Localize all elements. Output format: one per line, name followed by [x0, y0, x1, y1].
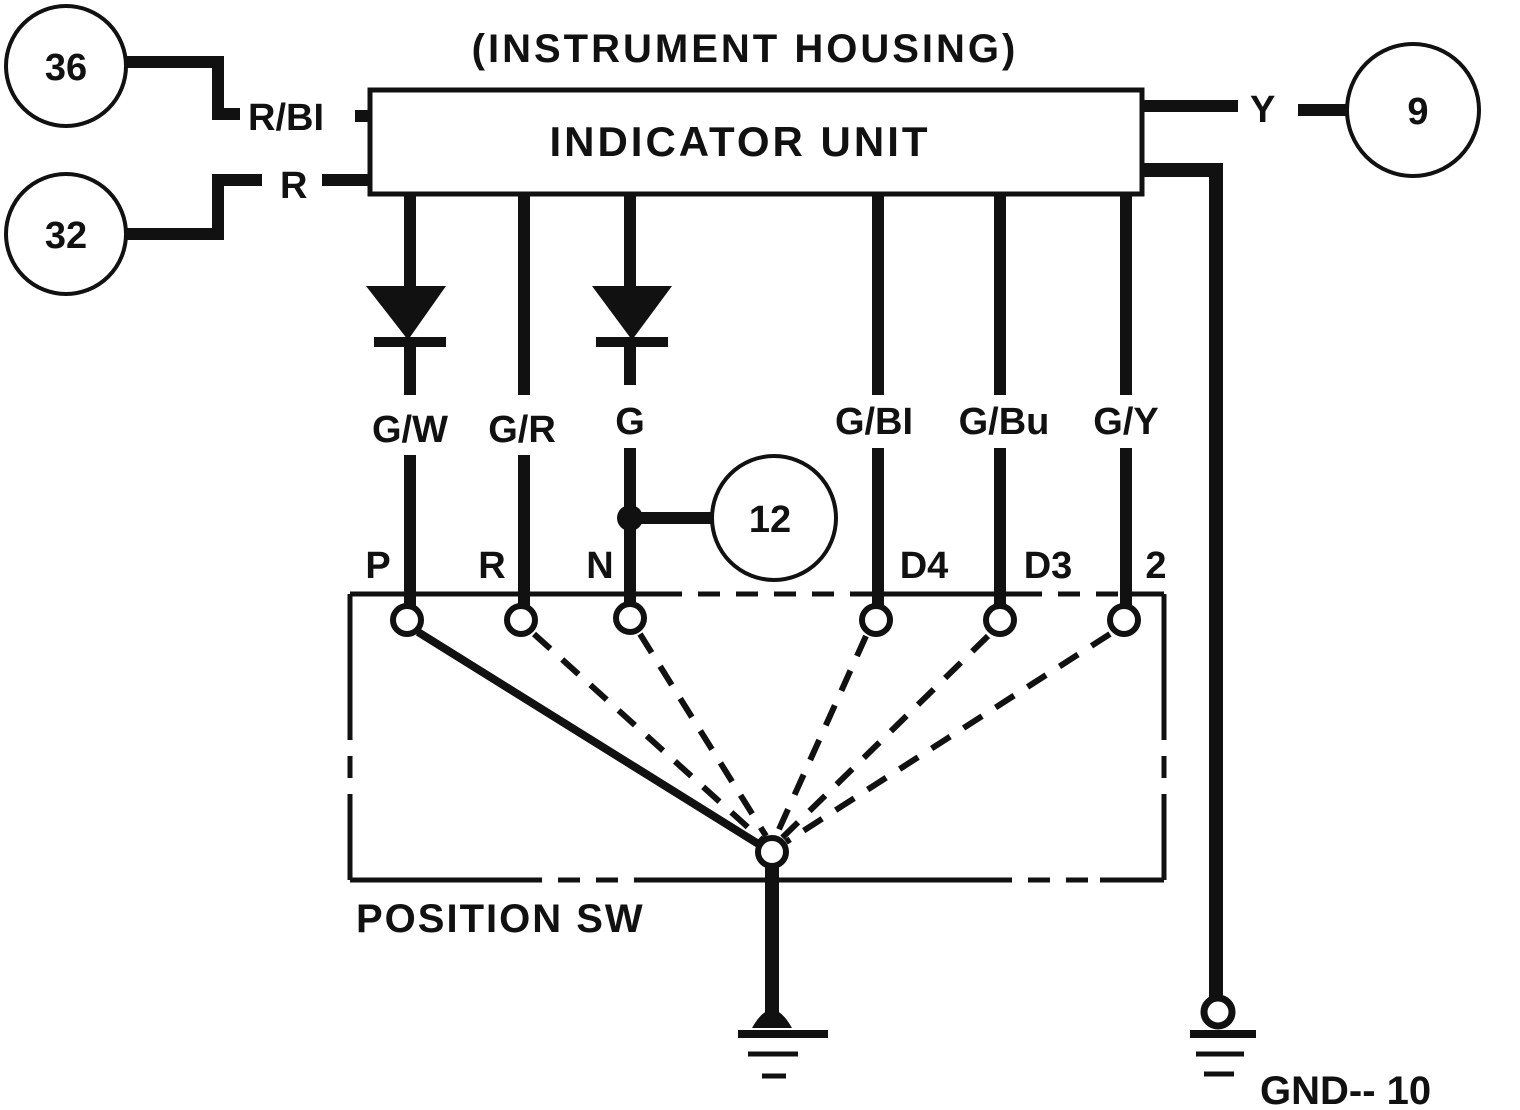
switch-arm-2: [784, 631, 1112, 845]
connector-12-label: 12: [749, 499, 791, 541]
connector-32-label: 32: [45, 215, 87, 257]
wire-rbl-label: R/BI: [248, 97, 324, 139]
connector-9: 9: [1345, 42, 1481, 178]
wire-ground-indicator: [1142, 163, 1223, 1000]
position-r-label: R: [478, 545, 505, 587]
switch-contacts: [390, 601, 1141, 637]
wire-gbl-label: G/BI: [835, 401, 913, 443]
wire-gw-label: G/W: [372, 409, 448, 451]
switch-arm-d4: [773, 634, 869, 838]
switch-arm-n: [637, 632, 769, 838]
ground-label: GND-- 10: [1260, 1069, 1431, 1110]
contact-n: [613, 601, 647, 635]
connector-36: 36: [4, 4, 128, 128]
diode-gw: [366, 286, 446, 347]
switch-pivot: [755, 835, 789, 869]
wire-gr-label: G/R: [488, 409, 556, 451]
position-2-label: 2: [1145, 545, 1166, 587]
connector-36-label: 36: [45, 47, 87, 89]
contact-2: [1107, 603, 1141, 637]
connector-9-label: 9: [1407, 91, 1428, 133]
connector-32: 32: [4, 172, 128, 296]
switch-arm-r: [531, 631, 765, 843]
position-switch-label: POSITION SW: [356, 897, 645, 941]
connector-12: 12: [710, 454, 838, 582]
wire-g-label: G: [615, 401, 645, 443]
wire-r-label: R: [280, 165, 307, 207]
indicator-unit-label: INDICATOR UNIT: [549, 118, 930, 165]
ground-symbol-indicator: [1190, 994, 1256, 1077]
switch-arm-d3: [779, 633, 991, 841]
position-switch-box: [347, 591, 1167, 883]
contact-r: [504, 603, 538, 637]
position-d3-label: D3: [1024, 545, 1073, 587]
contact-d4: [859, 603, 893, 637]
indicator-unit-box: [367, 87, 1145, 197]
wire-r: [126, 174, 262, 240]
instrument-housing-title: (INSTRUMENT HOUSING): [472, 27, 1019, 71]
position-d4-label: D4: [900, 545, 949, 587]
wire-gbu-label: G/Bu: [959, 401, 1050, 443]
contact-d3: [983, 603, 1017, 637]
switch-arm-p: [415, 628, 763, 849]
ground-symbol-switch: [738, 1010, 828, 1079]
wire-gy-label: G/Y: [1093, 401, 1158, 443]
wire-rbl: [126, 56, 240, 120]
contact-p: [390, 603, 424, 637]
position-p-label: P: [365, 545, 390, 587]
diode-g: [592, 286, 672, 347]
wire-y-label: Y: [1250, 89, 1275, 131]
position-n-label: N: [586, 545, 613, 587]
